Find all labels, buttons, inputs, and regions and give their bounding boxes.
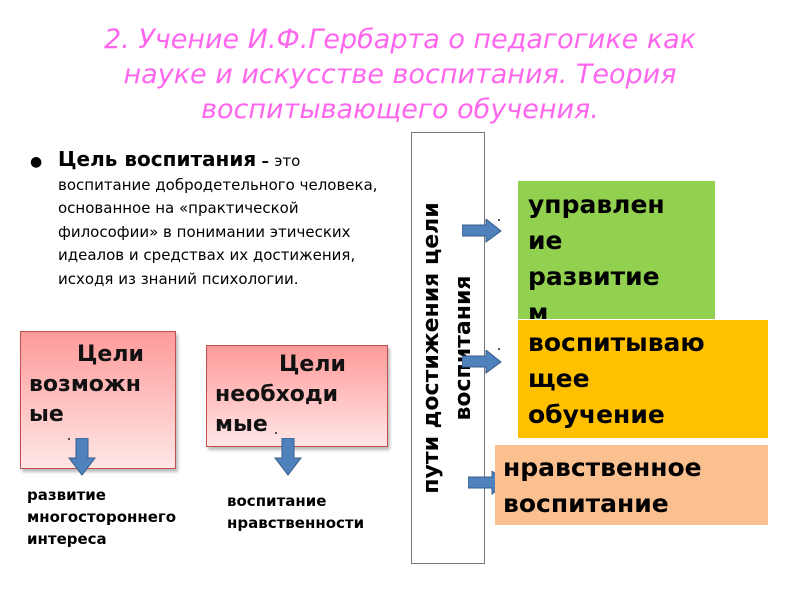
dot-marker — [275, 432, 277, 434]
goals-possible-line-1: Цели — [77, 342, 144, 367]
caption-many-sided-interest: развитие многостороннего интереса — [27, 486, 177, 548]
management-development-box: управлен ие развитие м — [518, 181, 715, 319]
goals-possible-line-2: возможн — [29, 372, 142, 397]
dot-marker — [498, 348, 500, 350]
slide-title: 2. Учение И.Ф.Гербарта о педагогике как … — [20, 22, 780, 127]
ways-line-2: воспитания — [451, 275, 476, 421]
dot-marker — [498, 219, 500, 221]
goals-necessary-line-1: Цели — [279, 352, 346, 377]
goal-bullet: ● Цель воспитания – это воспитание добро… — [30, 147, 390, 291]
right-arrow-icon — [462, 219, 502, 243]
goals-possible-box: Цели возможн ые — [20, 331, 176, 469]
down-arrow-icon — [68, 438, 96, 476]
title-line-2: науке и искусстве воспитания. Теория — [123, 59, 677, 90]
goals-necessary-line-2: необходи — [215, 382, 339, 407]
down-arrow-icon — [274, 438, 302, 476]
ways-line-1: пути достижения цели — [419, 202, 444, 494]
goal-lead: Цель воспитания — [58, 147, 257, 171]
moral-education-box: нравственное воспитание — [495, 445, 768, 525]
title-line-3: воспитывающего обучения. — [201, 94, 599, 125]
caption-moral-upbringing: воспитание нравственности — [227, 492, 365, 532]
right-arrow-icon — [462, 350, 502, 374]
ways-to-goal-box: пути достижения цели воспитания — [411, 132, 485, 564]
bullet-dot-icon: ● — [30, 154, 43, 170]
educating-teaching-box: воспитываю щее обучение — [518, 320, 768, 438]
goals-possible-line-3: ые — [29, 402, 64, 427]
dot-marker — [68, 438, 70, 440]
title-line-1: 2. Учение И.Ф.Гербарта о педагогике как — [103, 24, 697, 55]
goals-necessary-line-3: мые — [215, 412, 268, 437]
goals-necessary-box: Цели необходи мые — [206, 345, 388, 447]
goal-body: это воспитание добродетельного человека,… — [58, 152, 378, 288]
goal-dash: – — [256, 152, 275, 170]
goal-paragraph: Цель воспитания – это воспитание доброде… — [58, 147, 390, 291]
